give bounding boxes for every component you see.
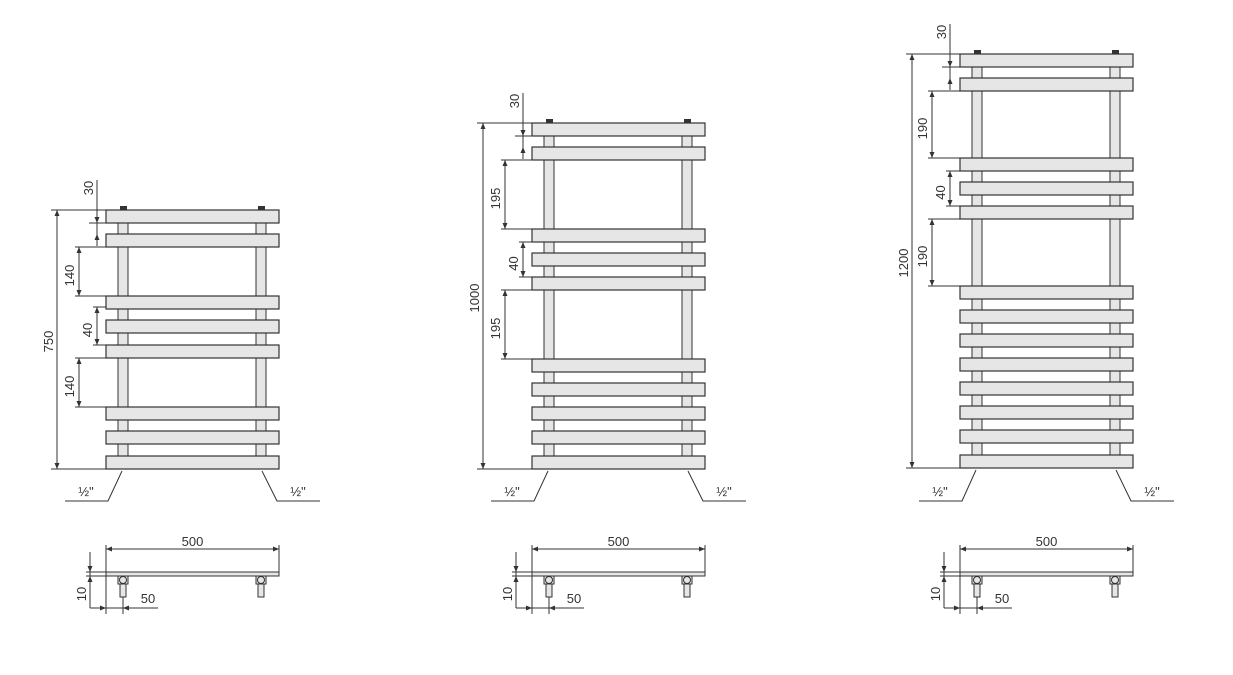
connection-leader — [65, 470, 123, 502]
towel-bar — [531, 276, 706, 291]
towel-bar — [959, 309, 1134, 324]
pipe-stub — [683, 582, 691, 598]
air-vent-icon — [974, 50, 981, 54]
towel-bar — [959, 157, 1134, 172]
overall-height-label: 1200 — [896, 249, 911, 278]
top-gap-label: 30 — [81, 181, 96, 195]
top-view-bar — [531, 571, 706, 577]
towel-bar — [105, 209, 280, 224]
top-view-bar — [105, 571, 280, 577]
towel-bar — [959, 53, 1134, 68]
depth-label: 10 — [928, 587, 943, 601]
air-vent-icon — [1112, 50, 1119, 54]
width-label: 500 — [1036, 534, 1058, 549]
gap2-label: 140 — [62, 376, 77, 398]
towel-bar — [531, 228, 706, 243]
pipe-stub — [1111, 582, 1119, 598]
towel-bar — [959, 181, 1134, 196]
towel-bar — [531, 430, 706, 445]
pipe-offset-label: 50 — [567, 591, 581, 606]
width-label: 500 — [608, 534, 630, 549]
width-label: 500 — [182, 534, 204, 549]
towel-bar — [105, 319, 280, 334]
towel-bar — [959, 205, 1134, 220]
pipe-stub — [257, 582, 265, 598]
towel-bar — [531, 455, 706, 470]
towel-bar — [531, 382, 706, 397]
gap2-label: 195 — [488, 318, 503, 340]
radiator-1: 750 30 140 40 140 ½" ½" 500 10 50 — [41, 180, 320, 614]
overall-height-label: 750 — [41, 331, 56, 353]
valve-icon — [973, 576, 981, 584]
connection-leader — [919, 469, 977, 502]
pipe-stub — [545, 582, 553, 598]
towel-bar — [105, 344, 280, 359]
pipe-stub — [119, 582, 127, 598]
towel-bar — [959, 381, 1134, 396]
pipe-offset-label: 50 — [141, 591, 155, 606]
towel-bar — [959, 429, 1134, 444]
top-gap-label: 30 — [507, 94, 522, 108]
valve-icon — [683, 576, 691, 584]
towel-bar — [959, 333, 1134, 348]
towel-bar — [531, 122, 706, 137]
air-vent-icon — [684, 119, 691, 123]
gap2-label: 190 — [915, 246, 930, 268]
left-vertical-pipe — [117, 209, 129, 470]
connection-leader — [1115, 469, 1174, 502]
radiator-3: 1200 30 190 40 190 ½" ½" 500 10 50 — [896, 24, 1174, 614]
connection-size-left: ½" — [78, 484, 94, 499]
valve-icon — [545, 576, 553, 584]
towel-bar — [531, 406, 706, 421]
connection-size-right: ½" — [1144, 484, 1160, 499]
valve-icon — [119, 576, 127, 584]
towel-bar — [105, 430, 280, 445]
overall-height-label: 1000 — [467, 284, 482, 313]
connection-size-left: ½" — [932, 484, 948, 499]
air-vent-icon — [258, 206, 265, 210]
towel-bar — [105, 455, 280, 470]
radiator-2: 1000 30 195 40 195 ½" ½" 500 10 50 — [467, 93, 746, 614]
valve-icon — [1111, 576, 1119, 584]
top-view-bar — [959, 571, 1134, 577]
bar-gap-label: 40 — [933, 185, 948, 199]
towel-bar — [531, 146, 706, 161]
towel-bar — [959, 357, 1134, 372]
towel-bar — [959, 454, 1134, 469]
connection-size-left: ½" — [504, 484, 520, 499]
bar-gap-label: 40 — [506, 256, 521, 270]
towel-bar — [531, 358, 706, 373]
depth-label: 10 — [74, 587, 89, 601]
connection-leader — [261, 470, 320, 502]
connection-leader — [687, 470, 746, 502]
air-vent-icon — [546, 119, 553, 123]
top-gap-label: 30 — [934, 25, 949, 39]
gap1-label: 190 — [915, 118, 930, 140]
bar-gap-label: 40 — [80, 323, 95, 337]
connection-leader — [491, 470, 549, 502]
towel-bar — [959, 77, 1134, 92]
towel-bar — [105, 233, 280, 248]
towel-bar — [959, 285, 1134, 300]
right-vertical-pipe — [255, 209, 267, 470]
gap1-label: 140 — [62, 265, 77, 287]
connection-size-right: ½" — [290, 484, 306, 499]
depth-label: 10 — [500, 587, 515, 601]
pipe-stub — [973, 582, 981, 598]
towel-bar — [105, 406, 280, 421]
connection-size-right: ½" — [716, 484, 732, 499]
gap1-label: 195 — [488, 188, 503, 210]
pipe-offset-label: 50 — [995, 591, 1009, 606]
air-vent-icon — [120, 206, 127, 210]
towel-bar — [531, 252, 706, 267]
towel-bar — [959, 405, 1134, 420]
valve-icon — [257, 576, 265, 584]
towel-bar — [105, 295, 280, 310]
